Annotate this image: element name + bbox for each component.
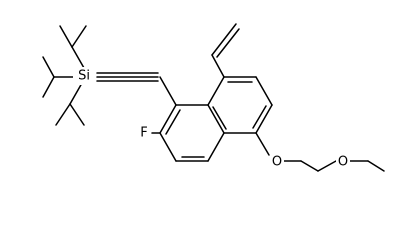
oxygen-atom-label-1: O	[272, 155, 282, 170]
chemical-structure: Si F O O	[42, 23, 385, 172]
naphthalene-ring	[159, 76, 273, 162]
oxygen-atom-label-2: O	[338, 155, 348, 170]
alkyne-triple-bond	[96, 72, 159, 82]
methoxymethoxy-group	[255, 132, 385, 172]
silicon-atom-label: Si	[78, 69, 90, 84]
vinyl-group	[211, 23, 240, 78]
triisopropylsilyl-group	[42, 25, 87, 126]
fluorine-atom-label: F	[140, 126, 147, 141]
